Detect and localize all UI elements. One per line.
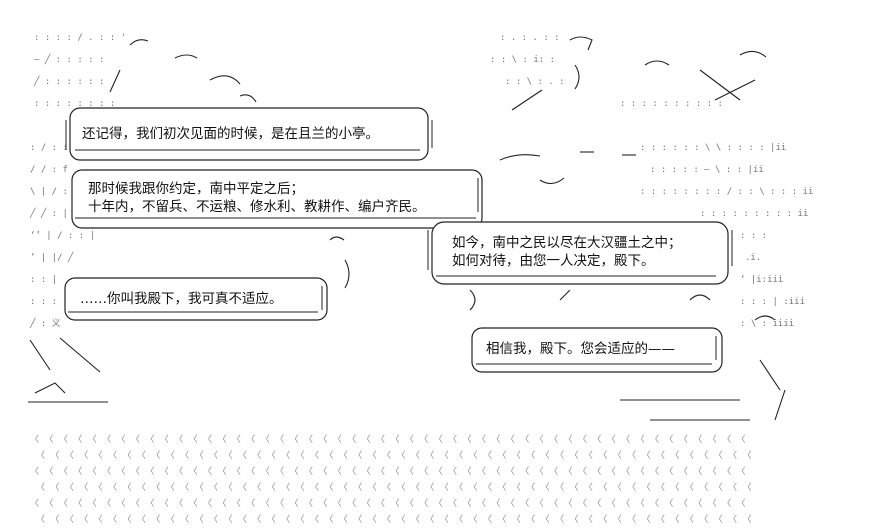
ascii-fragment: : : : |: [30, 297, 68, 307]
bubble-3-line-1: 如今，南中之民以尽在大汉疆土之中；: [452, 235, 682, 251]
ascii-fragment: \ | / : : |: [30, 187, 90, 197]
ascii-fragment: : : : : : : : : : ii: [700, 209, 808, 219]
ascii-ground-row: 〈 〈 〈 〈 〈 〈 〈 〈 〈 〈 〈 〈 〈 〈 〈 〈 〈 〈 〈 〈 …: [30, 434, 746, 445]
ascii-fragment: : : : : : : \ \ : : : : |ii: [640, 143, 786, 153]
ascii-fragment: : : \ : . :: [505, 77, 565, 87]
ascii-fragment: : / : : 义: [30, 142, 82, 153]
speech-bubble-4: [64, 277, 328, 321]
ascii-fragment: ‘ |i:iii: [740, 275, 783, 285]
ascii-fragment: : : : : : : : : : :: [620, 99, 723, 109]
ascii-fragment: : : : : : : : : / : : \ : : : ii: [640, 187, 813, 197]
bubble-3-line-2: 如何对待，由您一人决定，殿下。: [452, 253, 655, 269]
bubble-2-line-2: 十年内，不留兵、不运粮、修水利、教耕作、编户齐民。: [88, 199, 426, 215]
ascii-ground-row: 〈 〈 〈 〈 〈 〈 〈 〈 〈 〈 〈 〈 〈 〈 〈 〈 〈 〈 〈 〈 …: [30, 498, 746, 509]
speech-bubble-1: [65, 107, 433, 161]
ascii-fragment: : \ : iiii: [740, 319, 794, 329]
speech-bubble-2: [71, 169, 483, 229]
ascii-ground-row: 〈 〈 〈 〈 〈 〈 〈 〈 〈 〈 〈 〈 〈 〈 〈 〈 〈 〈 〈 〈 …: [36, 450, 752, 461]
bubble-5-line-1: 相信我，殿下。您会适应的——: [486, 341, 675, 357]
ascii-ground-row: 〈 〈 〈 〈 〈 〈 〈 〈 〈 〈 〈 〈 〈 〈 〈 〈 〈 〈 〈 〈 …: [30, 466, 746, 477]
ascii-fragment: ╱ : : : : : :: [33, 75, 104, 87]
ascii-fragment: : : \ : i: :: [490, 55, 555, 65]
speech-bubble-3: [427, 221, 733, 285]
ascii-fragment: : : |: [30, 275, 57, 285]
ascii-fragment: / / : f: [30, 165, 68, 175]
bubble-4-line-1: ……你叫我殿下，我可真不适应。: [80, 291, 283, 307]
ascii-fragment: ╱ ╱ : |: [29, 207, 68, 219]
ascii-fragment: ╱ : 义: [29, 317, 61, 329]
ascii-fragment: ‘’ | / : : |: [30, 231, 95, 241]
ascii-fragment: : : : | :iii: [740, 297, 805, 307]
bubble-2-line-1: 那时候我跟你约定，南中平定之后；: [88, 181, 304, 197]
bubble-1-line-1: 还记得，我们初次见面的时候，是在且兰的小亭。: [82, 126, 379, 142]
ascii-fragment: ’ | |/ ╱: [30, 251, 74, 263]
ascii-fragment: : : :: [740, 231, 767, 241]
ascii-ground-row: 〈 〈 〈 〈 〈 〈 〈 〈 〈 〈 〈 〈 〈 〈 〈 〈 〈 〈 〈 〈 …: [36, 482, 752, 493]
ascii-fragment: : : : : : : : :: [34, 99, 115, 109]
ascii-fragment: — ╱ : : : : :: [34, 53, 104, 65]
ascii-fragment: : : : : : — \ : : |ii: [650, 165, 764, 175]
ascii-fragment: .i.: [745, 253, 761, 263]
ascii-texture: : : : : / . : : ' : . : . : : — ╱ : : : : …: [29, 33, 813, 329]
speech-bubble-5: [471, 327, 723, 373]
ascii-ground: 〈 〈 〈 〈 〈 〈 〈 〈 〈 〈 〈 〈 〈 〈 〈 〈 〈 〈 〈 〈 …: [30, 434, 752, 525]
ascii-fragment: : . : . : :: [500, 33, 560, 43]
ascii-fragment: : : : : / . : : ': [34, 33, 126, 43]
ascii-ground-row: 〈 〈 〈 〈 〈 〈 〈 〈 〈 〈 〈 〈 〈 〈 〈 〈 〈 〈 〈 〈 …: [36, 514, 752, 525]
figure-strokes: [28, 36, 786, 421]
